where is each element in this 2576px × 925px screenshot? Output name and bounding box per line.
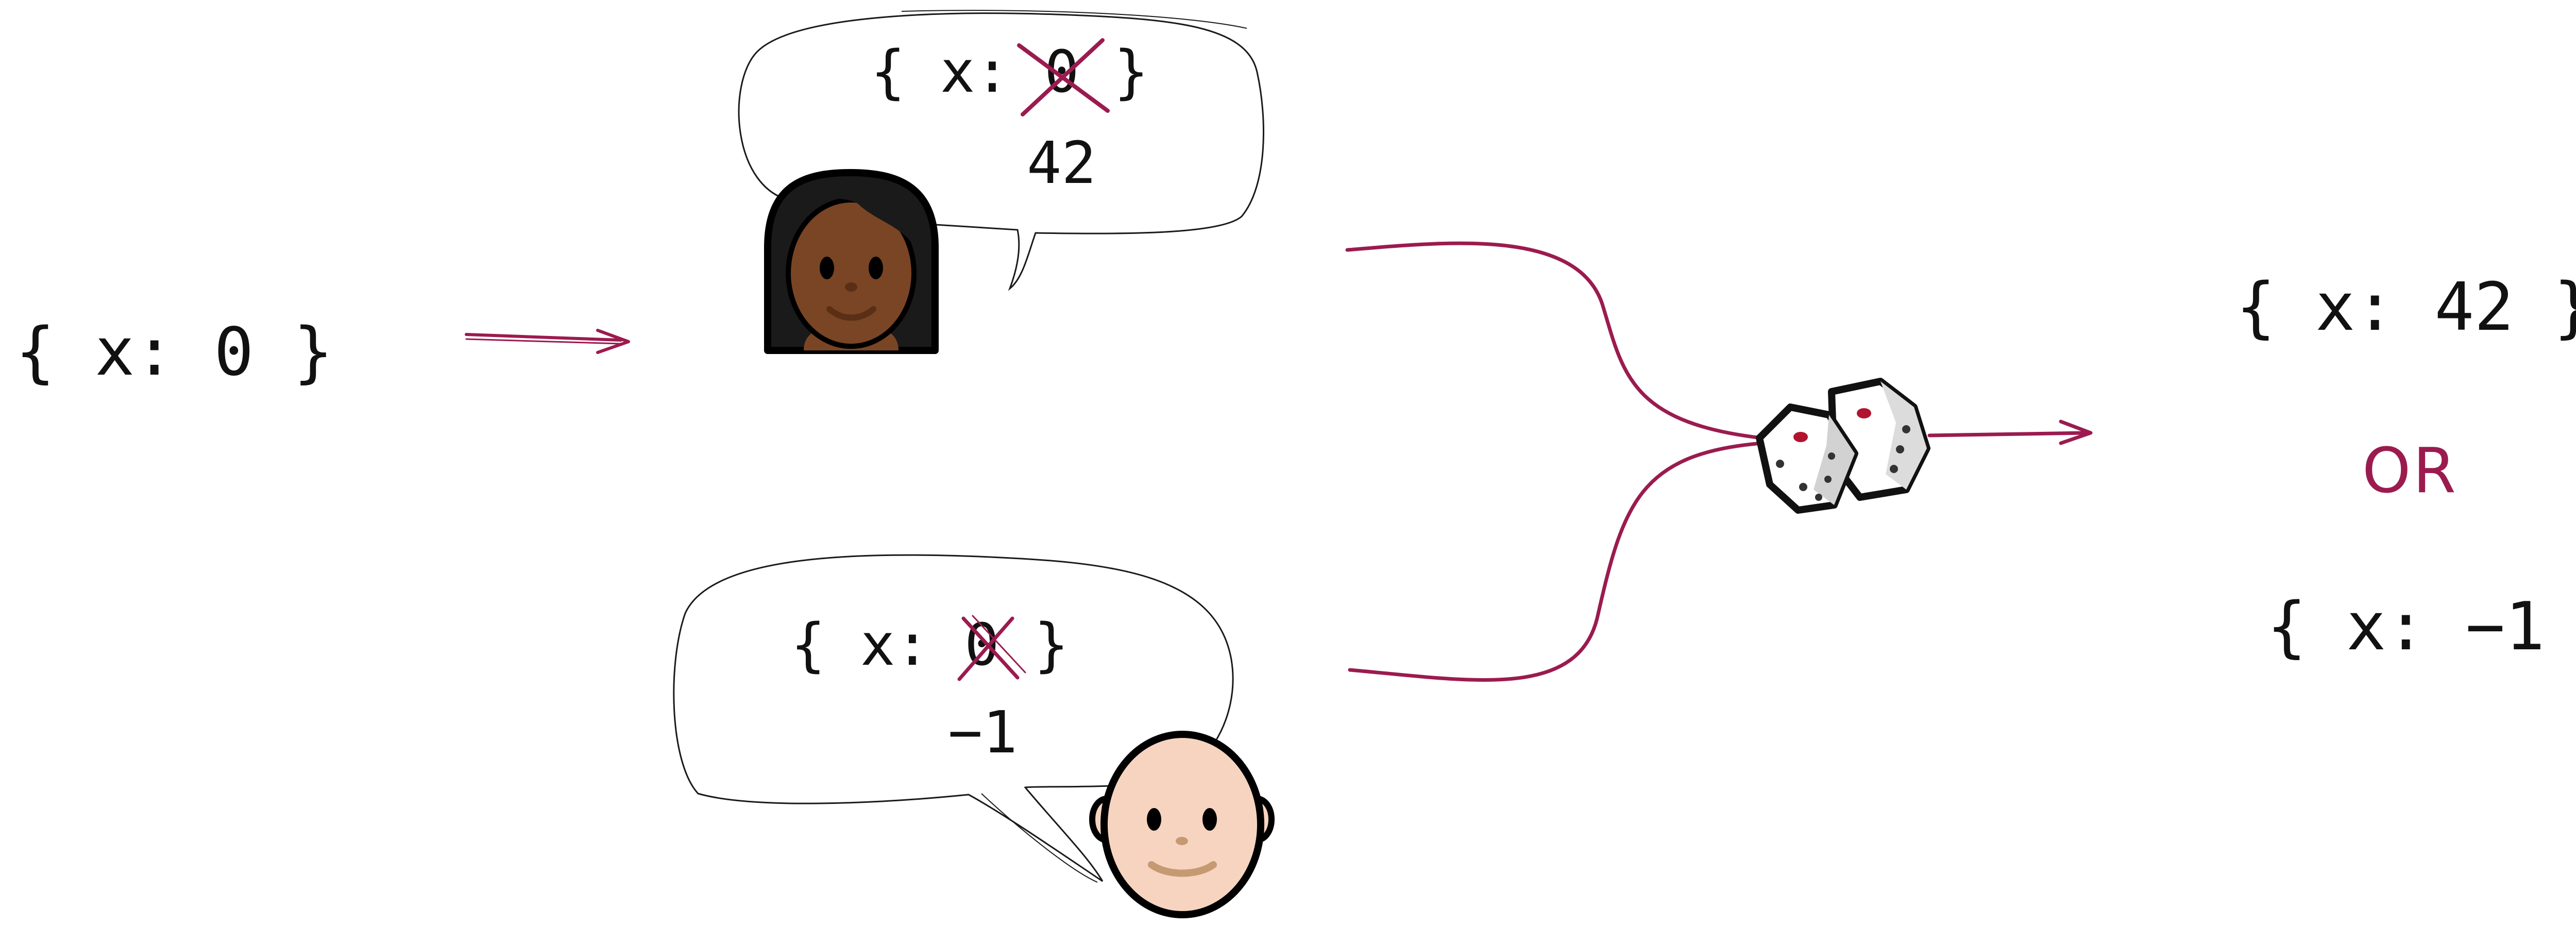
output-arrow xyxy=(1927,419,2093,445)
bottom-merge-curve xyxy=(1348,441,1764,682)
strikethrough-top xyxy=(1017,38,1110,116)
speech-bubble-bottom: { x: 0 } −1 xyxy=(673,554,1234,883)
result-option-a: { x: 42 } xyxy=(2236,269,2576,346)
bottom-bubble-value: { x: 0 } xyxy=(791,612,1069,679)
strikethrough-bottom xyxy=(957,615,1026,681)
initial-arrow xyxy=(465,329,630,354)
bottom-bubble-new-value: −1 xyxy=(948,699,1018,766)
dice-icon xyxy=(1756,378,1930,514)
top-bubble-new-value: 42 xyxy=(1027,130,1096,197)
top-bubble-value: { x: 0 } xyxy=(871,39,1148,106)
top-merge-curve xyxy=(1345,241,1764,440)
woman-emoji-icon xyxy=(764,169,939,354)
bald-man-emoji-icon xyxy=(1089,731,1275,918)
or-label: OR xyxy=(2362,435,2458,507)
result-option-b: { x: −1 } xyxy=(2267,588,2576,665)
initial-state-label: { x: 0 } xyxy=(15,314,333,391)
